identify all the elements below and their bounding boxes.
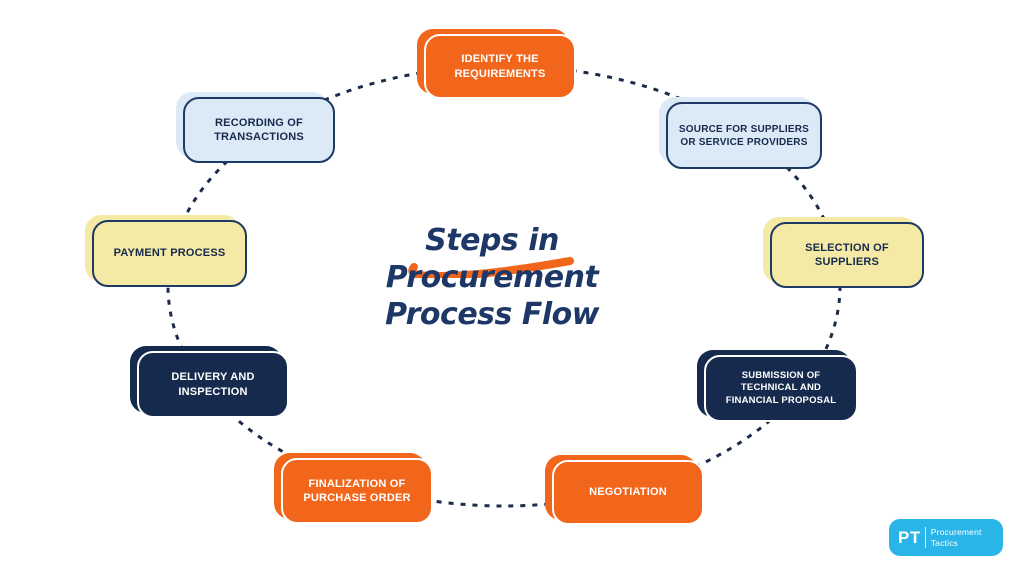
title-line-2: Procurement [385,260,599,295]
step-card: DELIVERY AND INSPECTION [137,351,289,418]
step-card: PAYMENT PROCESS [92,220,247,287]
logo-name-line-2: Tactics [930,537,959,548]
step-identify-the-requirements: IDENTIFY THE REQUIREMENTS [417,29,576,99]
step-payment-process: PAYMENT PROCESS [85,215,247,287]
procurement-tactics-logo: PT Procurement Tactics [889,519,1003,556]
title-underline-swoosh-icon [408,257,574,278]
logo-divider [924,527,926,548]
step-label: DELIVERY AND INSPECTION [171,371,255,398]
step-card: SELECTION OF SUPPLIERS [770,222,924,288]
step-finalization-of-purchase-order: FINALIZATION OF PURCHASE ORDER [274,453,433,524]
step-label: SELECTION OF SUPPLIERS [805,241,889,268]
step-label: RECORDING OF TRANSACTIONS [214,116,304,143]
step-label: NEGOTIATION [589,486,667,499]
step-source-for-suppliers: SOURCE FOR SUPPLIERS OR SERVICE PROVIDER… [659,97,822,169]
step-label: SOURCE FOR SUPPLIERS OR SERVICE PROVIDER… [678,123,810,148]
step-card: RECORDING OF TRANSACTIONS [183,97,335,163]
step-label: FINALIZATION OF PURCHASE ORDER [303,477,411,504]
step-label: IDENTIFY THE REQUIREMENTS [454,53,546,80]
step-label: PAYMENT PROCESS [113,247,226,260]
page-title: Steps in Procurement Process Flow [372,222,612,333]
step-label: SUBMISSION OF TECHNICAL AND FINANCIAL PR… [725,369,837,406]
logo-name: Procurement Tactics [931,527,982,548]
step-negotiation: NEGOTIATION [545,455,704,525]
step-submission-of-proposal: SUBMISSION OF TECHNICAL AND FINANCIAL PR… [697,350,858,422]
step-card: IDENTIFY THE REQUIREMENTS [424,34,576,99]
title-line-1: Steps in [425,223,559,258]
logo-abbr: PT [898,527,921,547]
step-recording-of-transactions: RECORDING OF TRANSACTIONS [176,92,335,163]
step-delivery-and-inspection: DELIVERY AND INSPECTION [130,346,289,418]
title-line-3: Process Flow [385,297,599,332]
step-card: NEGOTIATION [552,460,704,525]
step-card: SUBMISSION OF TECHNICAL AND FINANCIAL PR… [704,355,858,422]
step-card: FINALIZATION OF PURCHASE ORDER [281,458,433,524]
step-selection-of-suppliers: SELECTION OF SUPPLIERS [763,217,924,288]
logo-name-line-1: Procurement [930,526,982,537]
step-card: SOURCE FOR SUPPLIERS OR SERVICE PROVIDER… [666,102,822,169]
